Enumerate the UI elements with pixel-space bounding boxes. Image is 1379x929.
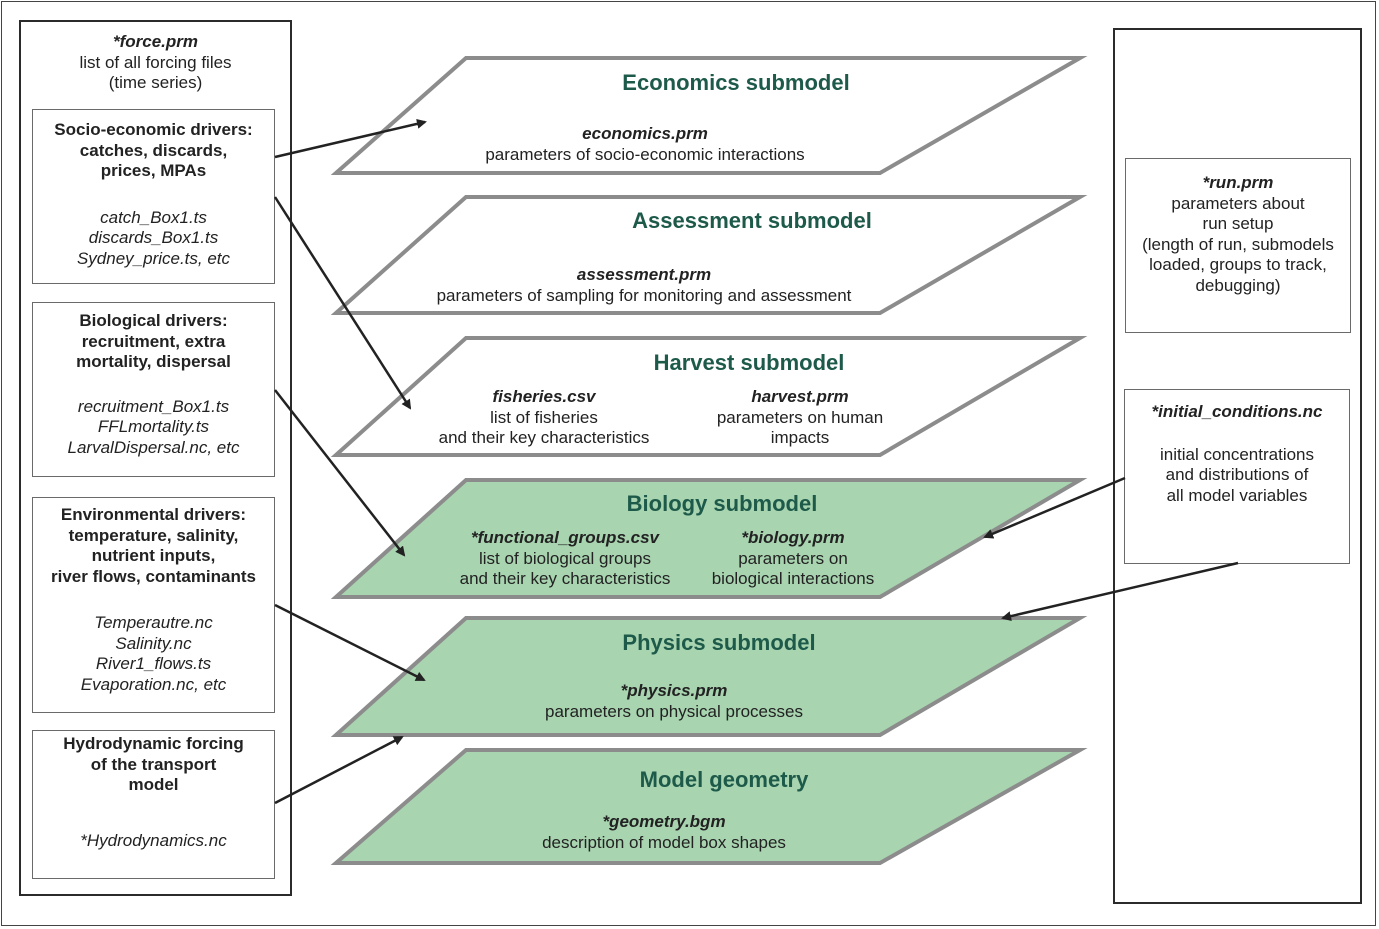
driver-file: catch_Box1.ts [100,207,207,227]
socio-to-harvest-arrow [273,196,412,410]
file-desc: list of fisheries [490,407,598,427]
file-name: *geometry.bgm [602,812,726,831]
run-file-name: *run.prm [1202,173,1274,192]
harvest-layer [330,336,1088,457]
driver-title: of the transport [90,754,217,774]
driver-title: nutrient inputs, [91,546,216,565]
force-file-label: *force.prm list of all forcing files (ti… [21,32,290,94]
driver-box-socio-economic: Socio-economic drivers: catches, discard… [32,109,275,284]
driver-file: Sydney_price.ts, etc [76,248,231,268]
env-to-physics-arrow [274,603,426,682]
file-name: economics.prm [582,124,708,143]
file-name: *physics.prm [620,681,728,700]
geometry-layer [330,748,1088,865]
file-desc: parameters on physical processes [545,701,803,721]
driver-file: recruitment_Box1.ts [77,396,230,416]
driver-file: River1_flows.ts [95,654,212,673]
driver-title: Socio-economic drivers: [54,120,253,139]
functional-groups-file: *functional_groups.csv list of biologica… [430,528,700,590]
driver-title: model [128,775,179,794]
run-file-box: *run.prm parameters about run setup (len… [1125,158,1351,333]
init-file-name: *initial_conditions.nc [1151,402,1323,421]
initial-conditions-box: *initial_conditions.nc initial concentra… [1124,389,1350,564]
physics-title: Physics submodel [622,630,816,655]
init-file-desc: all model variables [1166,485,1308,505]
economics-file: economics.prm parameters of socio-econom… [405,124,885,165]
file-desc: list of biological groups [479,548,651,568]
run-file-desc: loaded, groups to track, [1149,255,1327,274]
force-file-name: *force.prm [112,32,199,51]
economics-title: Economics submodel [622,70,850,95]
file-desc: parameters of sampling for monitoring an… [436,285,852,305]
assessment-title: Assessment submodel [632,208,872,233]
file-desc: parameters on [738,548,848,568]
driver-title: Hydrodynamic forcing [63,734,244,753]
file-desc: description of model box shapes [542,832,786,852]
geometry-file: *geometry.bgm description of model box s… [464,812,864,853]
driver-box-hydrodynamic: Hydrodynamic forcing of the transport mo… [32,730,275,879]
physics-layer [330,616,1088,737]
assessment-file: assessment.prm parameters of sampling fo… [384,265,904,306]
init-file-desc: and distributions of [1165,465,1309,484]
file-name: *functional_groups.csv [471,528,659,547]
driver-box-environmental: Environmental drivers: temperature, sali… [32,497,275,713]
init-file-desc: initial concentrations [1159,444,1315,464]
driver-title: river flows, contaminants [51,566,256,586]
run-file-desc: (length of run, submodels [1142,234,1334,254]
driver-file: discards_Box1.ts [88,228,219,247]
init-to-physics-arrow [1001,561,1239,622]
file-desc: parameters of socio-economic interaction… [485,144,805,164]
file-desc: impacts [770,428,830,447]
file-desc: biological interactions [711,569,875,588]
driver-file: FFLmortality.ts [97,417,210,436]
run-file-desc: parameters about [1171,193,1305,213]
run-file-desc: run setup [1202,214,1274,233]
biology-title: Biology submodel [626,491,818,516]
driver-title: Biological drivers: [79,311,228,330]
run-file-desc: debugging) [1195,275,1281,295]
driver-title: catches, discards, [79,140,228,160]
geometry-title: Model geometry [639,767,809,792]
driver-file: Evaporation.nc, etc [80,674,227,694]
file-desc: and their key characteristics [438,428,650,447]
force-file-desc: (time series) [108,73,203,92]
socio-to-economics-arrow [274,118,427,159]
file-name: assessment.prm [576,265,712,284]
driver-title: mortality, dispersal [76,352,231,371]
file-name: *biology.prm [741,528,845,547]
file-name: harvest.prm [751,387,849,406]
driver-title: Environmental drivers: [60,505,247,524]
assessment-layer [330,195,1088,315]
biology-layer [330,478,1088,599]
force-file-desc: list of all forcing files [79,52,232,72]
harvest-file: harvest.prm parameters on human impacts [690,387,910,449]
file-name: fisheries.csv [492,387,596,406]
hydro-to-physics-arrow [274,735,404,805]
driver-title: recruitment, extra [81,331,226,351]
driver-box-biological: Biological drivers: recruitment, extra m… [32,302,275,477]
driver-title: temperature, salinity, [68,525,239,545]
physics-file: *physics.prm parameters on physical proc… [474,681,874,722]
fisheries-file: fisheries.csv list of fisheries and thei… [414,387,674,449]
driver-file: *Hydrodynamics.nc [80,830,227,850]
driver-title: prices, MPAs [100,161,207,180]
driver-file: Temperautre.nc [94,613,213,632]
file-desc: and their key characteristics [459,569,671,588]
economics-layer [330,56,1088,175]
bio-to-biology-arrow [274,389,406,557]
init-to-biology-arrow [983,476,1126,539]
driver-file: Salinity.nc [115,633,192,653]
harvest-title: Harvest submodel [653,350,845,375]
file-desc: parameters on human [716,407,884,427]
biology-file: *biology.prm parameters on biological in… [693,528,893,590]
driver-file: LarvalDispersal.nc, etc [67,437,240,457]
